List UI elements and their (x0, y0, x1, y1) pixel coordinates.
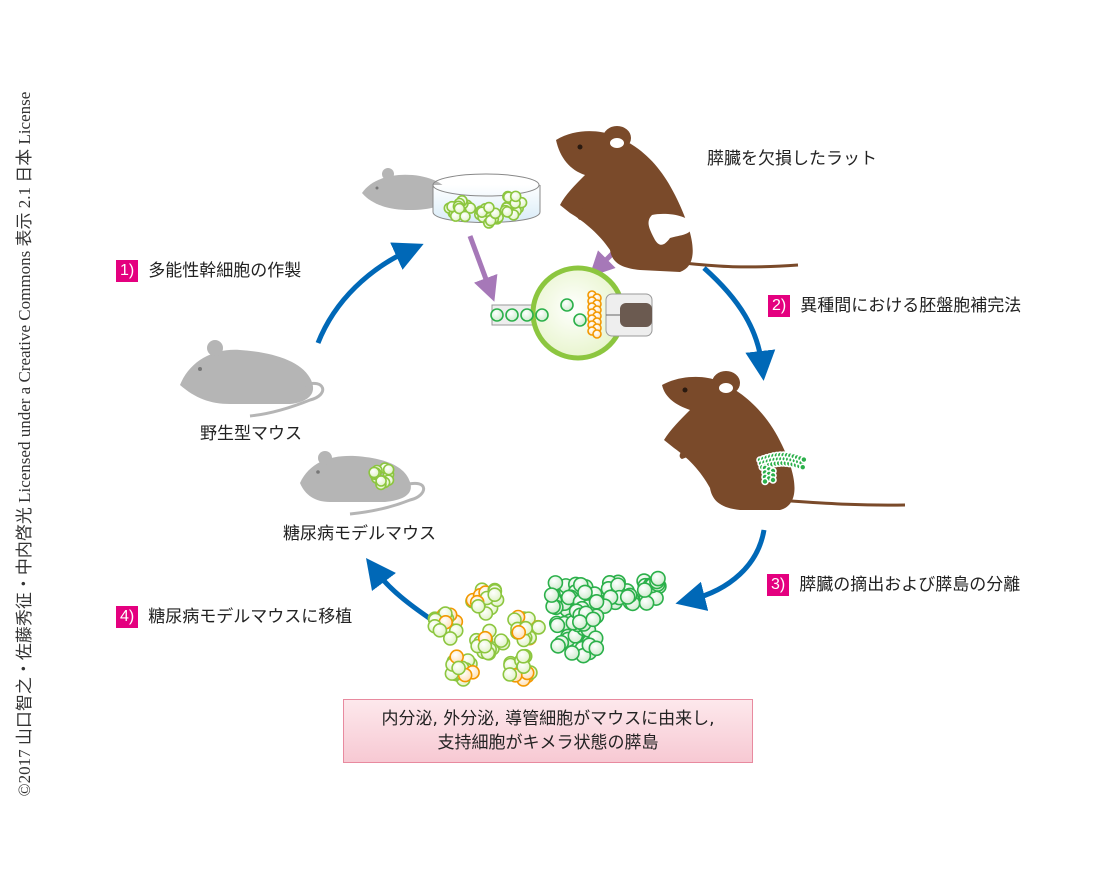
step-1: 1) 多能性幹細胞の作製 (116, 260, 301, 282)
step-4-text: 糖尿病モデルマウスに移植 (148, 607, 353, 627)
pancreas-cell (543, 587, 560, 603)
mouse-derived-cell (470, 599, 486, 614)
cycle-arrow-3 (675, 529, 767, 611)
chimeric-rat-icon (662, 371, 906, 510)
mouse-derived-cell (432, 623, 448, 638)
injection-arrow-left (467, 235, 498, 302)
pancreas-cell (650, 570, 666, 587)
cycle-arrow-4 (365, 558, 434, 623)
injected-stem-cells (490, 298, 587, 327)
step-3-badge: 3) (767, 574, 790, 596)
mouse-derived-cell (487, 587, 503, 602)
note-line-1: 内分泌, 外分泌, 導管細胞がマウスに由来し, (381, 709, 715, 729)
stem-cell (490, 308, 504, 322)
mouse-derived-cell (483, 201, 495, 214)
pancreas-cell (769, 476, 777, 484)
pancreas-cell (638, 595, 655, 611)
mouse-derived-cell (382, 463, 395, 476)
rat-derived-cell (511, 625, 527, 640)
stem-cell-colonies-dish (443, 190, 528, 229)
step-3-text: 膵臓の摘出および膵島の分離 (799, 575, 1021, 595)
mouse-derived-cell (375, 475, 387, 487)
host-cell (592, 329, 602, 339)
mouse-derived-cell (501, 206, 514, 218)
step-4-badge: 4) (116, 606, 139, 628)
pancreas-cell (619, 589, 636, 605)
mouse-derived-cell (531, 620, 546, 635)
mouse-derived-cell (453, 202, 466, 215)
diabetic-model-mouse-icon (300, 451, 426, 516)
cycle-arrow-1 (315, 242, 424, 344)
step-1-text: 多能性幹細胞の作製 (148, 261, 302, 281)
pancreas-deficient-rat-icon (556, 126, 799, 272)
mouse-derived-cell (368, 466, 380, 479)
cycle-arrow-2 (702, 266, 776, 381)
mouse-derived-cell (442, 631, 458, 646)
pancreas-cell (577, 584, 593, 601)
step-1-badge: 1) (116, 260, 139, 282)
pancreas-cell (588, 640, 605, 657)
step-4: 4) 糖尿病モデルマウスに移植 (116, 606, 352, 628)
pancreas-cell (549, 617, 566, 634)
stem-cell (535, 308, 549, 322)
inner-cell-mass-cells (587, 290, 602, 339)
isolated-pancreas (543, 570, 667, 664)
note-line-2: 支持細胞がキメラ状態の膵島 (437, 733, 659, 753)
pancreas-cell (798, 463, 807, 472)
pancreas-cell (550, 638, 566, 654)
isolated-islets (427, 582, 546, 687)
mouse-derived-cell (516, 649, 531, 664)
pancreas-deficient-rat-label: 膵臓を欠損したラット (707, 149, 877, 169)
pancreas-cell (636, 582, 653, 598)
step-2-badge: 2) (768, 295, 791, 317)
mouse-derived-cell (493, 633, 509, 648)
step-2: 2) 異種間における胚盤胞補完法 (768, 295, 1021, 317)
mouse-derived-cell (509, 190, 522, 203)
step-3: 3) 膵臓の摘出および膵島の分離 (767, 574, 1020, 596)
pancreas-cell (572, 614, 588, 630)
wild-type-mouse-label: 野生型マウス (200, 424, 302, 444)
pancreas-cell (585, 611, 602, 628)
step-2-text: 異種間における胚盤胞補完法 (800, 296, 1022, 316)
pancreas-cell (800, 455, 808, 464)
pancreas-cell (564, 645, 580, 661)
mouse-derived-cell (502, 667, 518, 682)
pancreas-cell (761, 477, 769, 486)
holding-pipette-right (605, 293, 653, 337)
pancreas-cell (588, 594, 605, 610)
stem-cell (560, 298, 574, 312)
stem-cell (520, 308, 534, 322)
mouse-derived-cell (477, 638, 493, 654)
stem-cell (505, 308, 519, 322)
chimeric-islet-note: 内分泌, 外分泌, 導管細胞がマウスに由来し, 支持細胞がキメラ状態の膵島 (343, 699, 753, 763)
donor-mouse-icon (362, 168, 449, 210)
stem-cell (573, 313, 587, 327)
wild-type-mouse-icon (180, 340, 324, 418)
rat-pancreas-cells (756, 451, 808, 486)
diabetic-model-mouse-label: 糖尿病モデルマウス (283, 524, 436, 544)
transplanted-islet-cells (368, 462, 395, 491)
mouse-derived-cell (459, 210, 471, 223)
mouse-derived-cell (451, 660, 466, 676)
